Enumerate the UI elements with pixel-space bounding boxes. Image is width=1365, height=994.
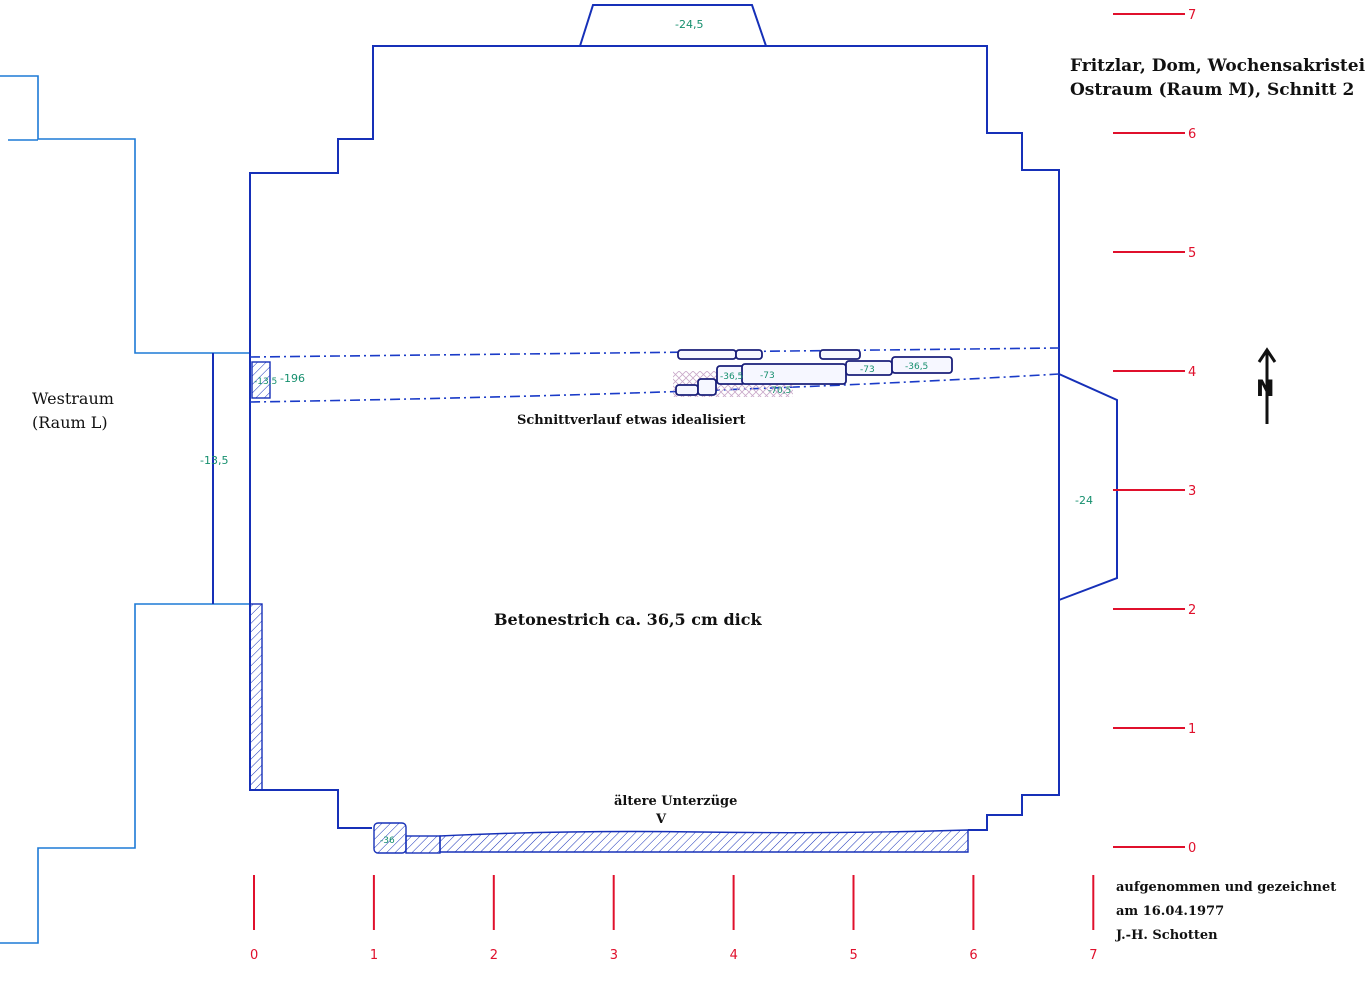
y-scale-label: 2 <box>1188 603 1196 618</box>
elev-beam-stone: -36 <box>380 836 395 846</box>
screed-note: Betonestrich ca. 36,5 cm dick <box>494 610 762 629</box>
west-room-label: Westraum <box>32 389 114 408</box>
stone-2 <box>735 349 763 360</box>
west-room-wall-lower <box>0 603 250 944</box>
y-scale-label: 1 <box>1188 722 1196 737</box>
y-scale-label: 7 <box>1188 8 1196 23</box>
x-scale-label: 4 <box>730 948 738 963</box>
credit-line-2: am 16.04.1977 <box>1116 904 1224 919</box>
stone-9 <box>697 378 717 396</box>
elev-niche-top: -24,5 <box>675 18 703 31</box>
elev-stone-a: -36,5 <box>720 372 743 382</box>
x-scale-label: 6 <box>969 948 977 963</box>
x-scale-label: 1 <box>370 948 378 963</box>
west-wall-strip <box>249 603 263 791</box>
section-line-south <box>249 373 1060 403</box>
cut-wall-stub <box>251 361 271 399</box>
y-scale-label: 6 <box>1188 127 1196 142</box>
y-scale-label: 5 <box>1188 246 1196 261</box>
x-scale: 0 1 2 3 4 5 6 7 <box>250 875 1098 963</box>
west-room-wall-upper <box>0 75 250 354</box>
title-line-1: Fritzlar, Dom, Wochensakristei, <box>1070 56 1365 76</box>
beam-segment <box>405 835 441 854</box>
older-beams-marker: V <box>655 812 667 827</box>
y-scale: 0 1 2 3 4 5 6 7 <box>1113 8 1196 856</box>
older-beams-label: ältere Unterzüge <box>614 794 737 809</box>
y-scale-label: 0 <box>1188 841 1196 856</box>
stone-5 <box>741 363 847 385</box>
x-scale-label: 7 <box>1089 948 1097 963</box>
stone-1 <box>677 349 737 360</box>
elev-east-niche: -24 <box>1075 494 1093 507</box>
elev-cut-west: -196 <box>280 372 305 385</box>
credit-line-3: J.-H. Schotten <box>1115 928 1218 943</box>
east-room-wall <box>249 4 1060 831</box>
elev-stone-c: -73 <box>860 365 875 375</box>
beam-long <box>439 829 969 853</box>
credit-line-1: aufgenommen und gezeichnet <box>1116 880 1336 895</box>
elev-stone-d: -36,5 <box>905 362 928 372</box>
east-niche <box>1058 373 1118 601</box>
x-scale-label: 3 <box>610 948 618 963</box>
elev-west-door: -13,5 <box>200 454 228 467</box>
section-note: Schnittverlauf etwas idealisiert <box>517 413 745 428</box>
x-scale-label: 2 <box>490 948 498 963</box>
elev-cut-west-small: -13,5 <box>254 377 277 387</box>
north-arrow: N <box>1256 347 1277 424</box>
stone-8 <box>675 384 699 396</box>
title-line-2: Ostraum (Raum M), Schnitt 2 <box>1070 80 1354 100</box>
stone-7 <box>891 356 953 374</box>
x-scale-label: 0 <box>250 948 258 963</box>
elev-stone-b: -73 <box>760 371 775 381</box>
stone-3 <box>819 349 861 360</box>
y-scale-label: 3 <box>1188 484 1196 499</box>
north-label: N <box>1256 377 1274 402</box>
elev-stone-e: -70,5 <box>768 386 791 396</box>
x-scale-label: 5 <box>850 948 858 963</box>
south-wall-west <box>249 604 372 829</box>
west-room-label-sub: (Raum L) <box>32 413 108 432</box>
y-scale-label: 4 <box>1188 365 1196 380</box>
section-line-north <box>249 347 1060 358</box>
